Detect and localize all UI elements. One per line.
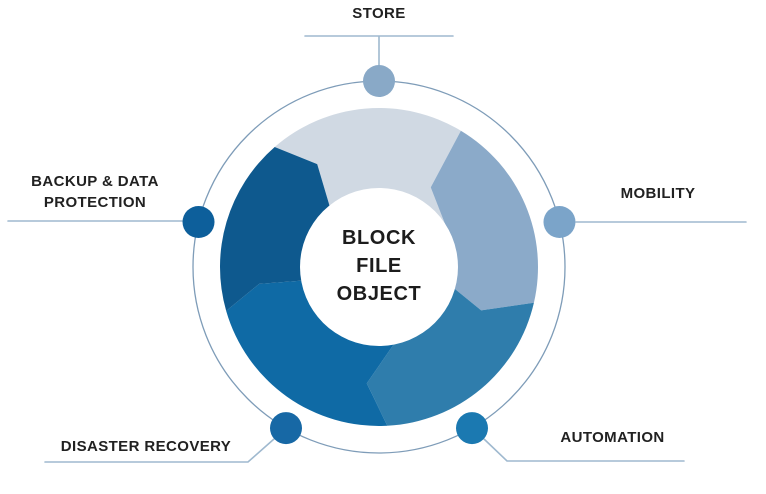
disaster-label-text: DISASTER RECOVERY (60, 438, 232, 455)
center-circle (300, 188, 458, 346)
node-dot-mobility (543, 206, 576, 238)
center-title-line2: FILE (356, 255, 402, 277)
store-connector-line (304, 35, 454, 67)
center-title-line1: BLOCK (341, 227, 417, 249)
disaster-connector-line (44, 438, 275, 463)
node-label-mobility: MOBILITY (571, 183, 745, 204)
center-title: BLOCK FILE OBJECT (289, 224, 469, 308)
mobility-label-text: MOBILITY (620, 185, 696, 202)
segment-disaster-recovery (226, 280, 394, 426)
segment-automation (366, 288, 534, 426)
node-label-store: STORE (309, 3, 449, 24)
node-label-disaster-recovery: DISASTER RECOVERY (40, 436, 252, 457)
node-dot-automation (456, 412, 488, 445)
segment-store (274, 108, 461, 226)
node-label-backup: BACKUP & DATA PROTECTION (6, 171, 184, 213)
automation-label-text: AUTOMATION (560, 429, 665, 446)
store-label-text: STORE (352, 5, 406, 22)
backup-label-line1: BACKUP & DATA (31, 173, 159, 190)
backup-label-line2: PROTECTION (43, 194, 147, 211)
segment-backup (220, 147, 330, 311)
node-label-automation: AUTOMATION (520, 427, 705, 448)
center-title-line3: OBJECT (336, 283, 422, 305)
node-dot-backup (182, 206, 215, 238)
node-dot-store (363, 65, 395, 97)
automation-connector-line (483, 438, 685, 462)
node-dot-disaster-recovery (270, 412, 302, 445)
